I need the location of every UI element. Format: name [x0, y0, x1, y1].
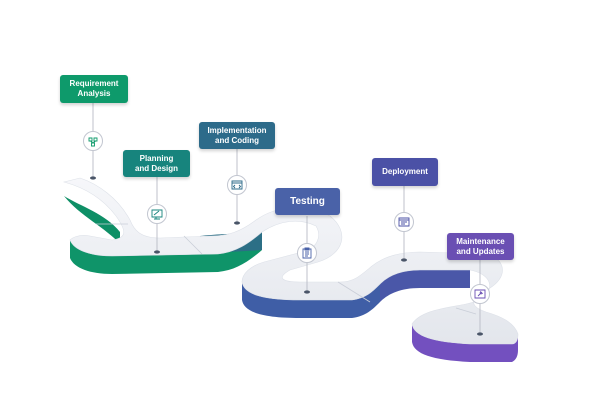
clipboard-checklist-icon	[297, 243, 317, 263]
road-top	[62, 177, 519, 345]
stage-label-deployment: Deployment	[372, 158, 438, 186]
stage-label-testing: Testing	[275, 188, 340, 215]
ground-markers	[90, 176, 483, 336]
design-monitor-icon	[147, 204, 167, 224]
code-window-icon	[227, 175, 247, 195]
wrench-monitor-icon	[470, 284, 490, 304]
road-seams	[96, 223, 477, 315]
network-nodes-icon	[83, 131, 103, 151]
server-window-icon	[394, 212, 414, 232]
